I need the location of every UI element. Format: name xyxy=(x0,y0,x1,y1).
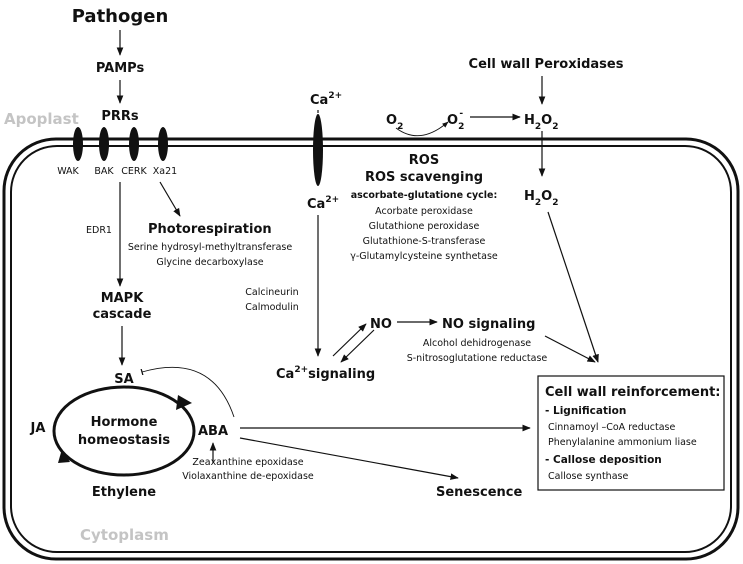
cell-wall-peroxidases-label: Cell wall Peroxidases xyxy=(469,57,624,72)
arrow-calcium-to-no xyxy=(332,323,367,357)
no-signaling-item: S-nitrosoglutatione reductase xyxy=(407,353,548,364)
pamps-label: PAMPs xyxy=(96,61,145,76)
plasma-membrane-outline xyxy=(10,145,732,553)
cycle-arrowhead-icon xyxy=(176,395,192,410)
cell-wall-reinforcement-box xyxy=(537,375,725,491)
ros-enzyme: Glutathione-S-transferase xyxy=(363,236,486,247)
receptor-xa21-shape xyxy=(158,127,168,161)
pathogen-label: Pathogen xyxy=(72,6,169,27)
ethylene-label: Ethylene xyxy=(92,485,156,500)
calcium-mediator: Calmodulin xyxy=(245,302,299,313)
ros-enzyme: Acorbate peroxidase xyxy=(375,206,473,217)
receptor-label: Xa21 xyxy=(153,166,177,177)
aba-enzyme: Zeaxanthine epoxidase xyxy=(192,457,303,468)
photorespiration-item: Glycine decarboxylase xyxy=(156,257,263,268)
receptor-wak-shape xyxy=(73,127,83,161)
receptor-cerk-shape xyxy=(129,127,139,161)
arrow-h2o2-to-cell-wall xyxy=(547,211,599,363)
cycle-arrowhead-icon xyxy=(58,449,70,463)
receptor-label: CERK xyxy=(121,166,147,177)
mapk-label-line1: MAPK xyxy=(101,291,145,306)
aba-label: ABA xyxy=(198,424,228,439)
superoxide-label: O2- xyxy=(447,109,464,132)
photorespiration-title: Photorespiration xyxy=(148,222,272,237)
photorespiration-item: Serine hydrosyl-methyltransferase xyxy=(128,242,293,253)
mapk-label-line2: cascade xyxy=(93,307,152,322)
sa-label: SA xyxy=(114,372,133,387)
callose-deposition-label: - Callose deposition xyxy=(545,454,662,466)
lignification-item: Cinnamoyl –CoA reductase xyxy=(548,422,676,433)
calcium-signaling-label: Ca2+signaling xyxy=(276,365,375,382)
calcium-outside-label: Ca2+ xyxy=(310,91,342,108)
h2o2-apoplast-label: H2O2 xyxy=(524,113,558,132)
ros-cycle-label: ascorbate-glutatione cycle: xyxy=(351,190,498,201)
receptor-bak-shape xyxy=(99,127,109,161)
hormone-cycle-ring xyxy=(52,385,196,477)
arrow-o2-to-superoxide xyxy=(395,121,449,137)
arrow-aba-to-senescence xyxy=(239,437,459,480)
apoplast-label: Apoplast xyxy=(4,110,79,128)
ja-label: JA xyxy=(30,421,46,436)
arrow-no-to-calcium xyxy=(340,329,375,363)
lignification-item: Phenylalanine ammonium liase xyxy=(548,437,697,448)
calcium-mediator: Calcineurin xyxy=(245,287,298,298)
ros-enzyme: γ-Glutamylcysteine synthetase xyxy=(350,251,498,262)
ros-title: ROS xyxy=(409,153,439,168)
edr1-label: EDR1 xyxy=(86,225,112,236)
no-signaling-title: NO signaling xyxy=(442,317,535,332)
hormone-center-line1: Hormone xyxy=(91,415,158,430)
receptor-label: WAK xyxy=(57,166,79,177)
calcium-inside-label: Ca2+ xyxy=(307,195,339,212)
lignification-label: - Lignification xyxy=(545,405,626,417)
no-signaling-item: Alcohol dehidrogenase xyxy=(423,338,531,349)
no-label: NO xyxy=(370,317,392,332)
aba-enzyme: Violaxanthine de-epoxidase xyxy=(182,471,314,482)
oxygen-label: O2 xyxy=(386,113,403,132)
hormone-center-line2: homeostasis xyxy=(78,433,170,448)
h2o2-cytoplasm-label: H2O2 xyxy=(524,189,558,208)
cell-wall-outline xyxy=(2,137,740,561)
prrs-label: PRRs xyxy=(101,109,139,124)
receptor-label: BAK xyxy=(94,166,114,177)
inhibition-aba-to-sa xyxy=(140,366,235,418)
senescence-label: Senescence xyxy=(436,485,522,500)
arrow-no-signaling-to-cell-wall xyxy=(544,335,596,363)
cytoplasm-label: Cytoplasm xyxy=(80,526,169,544)
ros-enzyme: Glutathione peroxidase xyxy=(369,221,480,232)
arrow-xa21-to-photorespiration xyxy=(159,181,181,217)
cell-wall-title: Cell wall reinforcement: xyxy=(545,385,721,400)
ros-scavenging-title: ROS scavenging xyxy=(365,170,483,185)
calcium-channel-shape xyxy=(313,114,323,186)
callose-item: Callose synthase xyxy=(548,471,628,482)
